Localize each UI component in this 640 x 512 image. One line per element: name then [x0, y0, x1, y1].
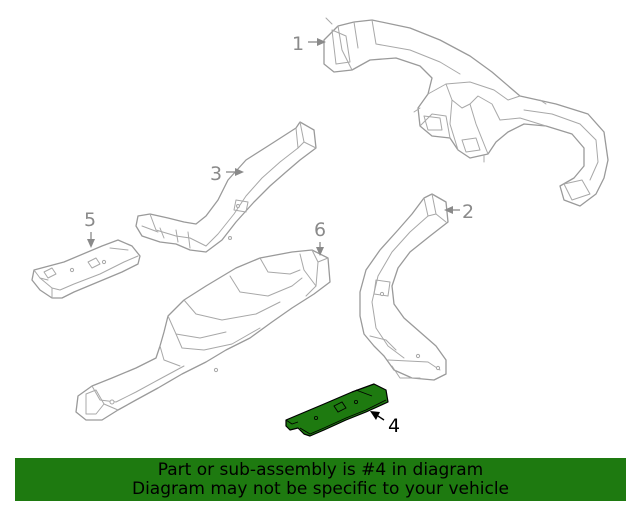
- callout-1: 1: [292, 33, 326, 55]
- part-6-floor-duct: [75, 249, 331, 421]
- banner-line-1: Part or sub-assembly is #4 in diagram: [157, 459, 484, 480]
- part-3-rear-duct: [135, 121, 317, 253]
- callout-6: 6: [314, 219, 326, 256]
- callout-3: 3: [210, 163, 244, 185]
- callout-5: 5: [84, 209, 96, 248]
- callout-3-number: 3: [210, 163, 222, 185]
- callout-5-number: 5: [84, 209, 96, 231]
- part-4-floor-plate-highlighted: [285, 383, 389, 437]
- callout-2-number: 2: [462, 201, 474, 223]
- callout-4: 4: [370, 411, 400, 437]
- part-info-banner: Part or sub-assembly is #4 in diagram Di…: [15, 458, 626, 501]
- callout-6-number: 6: [314, 219, 326, 241]
- banner-background: [15, 458, 626, 501]
- callout-2: 2: [444, 201, 474, 223]
- banner-line-2: Diagram may not be specific to your vehi…: [131, 478, 509, 499]
- part-2-curved-duct: [359, 193, 449, 381]
- callout-4-number: 4: [388, 415, 400, 437]
- part-1-dash-duct: [323, 17, 609, 207]
- part-5-floor-plate: [31, 239, 141, 299]
- callout-1-number: 1: [292, 33, 304, 55]
